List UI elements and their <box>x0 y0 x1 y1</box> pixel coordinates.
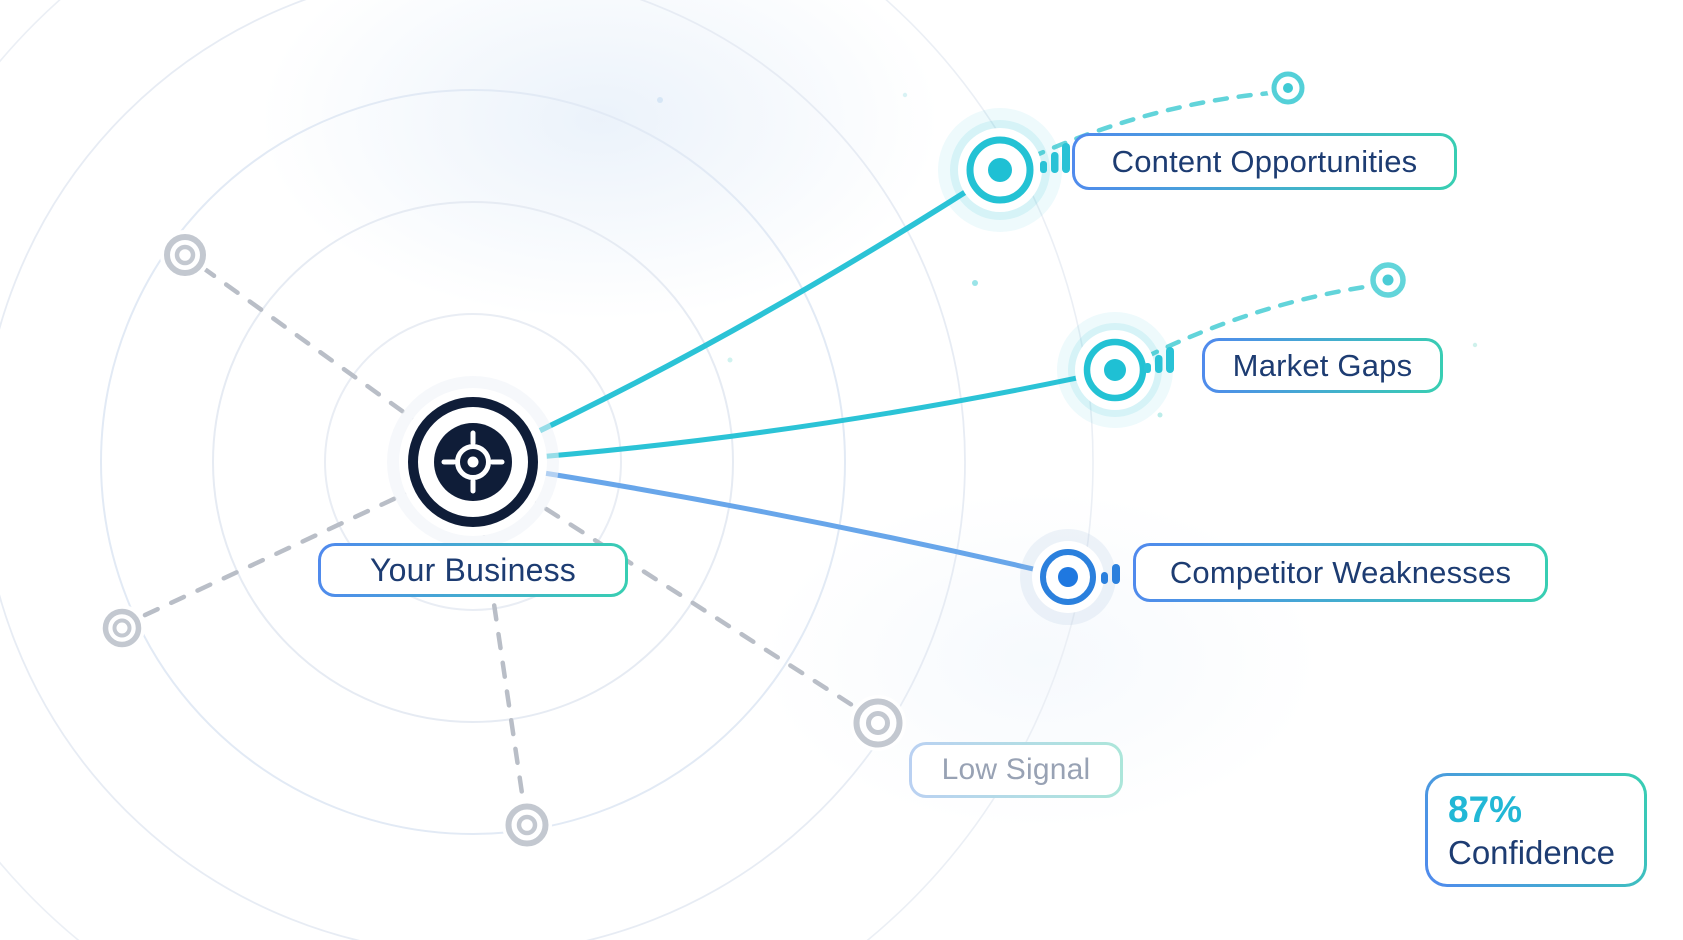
node-label-competitor-weaknesses[interactable]: Competitor Weaknesses <box>1133 543 1548 602</box>
node-label-text: Competitor Weaknesses <box>1136 546 1545 599</box>
gray-ring-icon[interactable] <box>99 605 145 651</box>
node-label-content-opportunities[interactable]: Content Opportunities <box>1072 133 1457 190</box>
gray-ring-icon[interactable] <box>502 800 552 850</box>
satellite-nodes <box>1267 67 1409 301</box>
confidence-badge: 87% Confidence <box>1425 773 1647 887</box>
signal-bars-icon <box>1101 564 1120 584</box>
node-label-text: Content Opportunities <box>1075 136 1454 187</box>
node-market-gaps[interactable] <box>1057 312 1174 428</box>
signal-bars-icon <box>1144 347 1174 373</box>
signal-bars-icon <box>1040 143 1070 173</box>
weak-link-bottom-right <box>470 459 855 708</box>
node-competitor-weaknesses[interactable] <box>1020 529 1120 625</box>
center-node-label[interactable]: Your Business <box>318 543 628 597</box>
gray-ring-icon[interactable] <box>160 230 210 280</box>
radar-dot-icon[interactable] <box>1267 67 1309 109</box>
low-signal-label-text: Low Signal <box>912 745 1120 795</box>
gray-ring-icon[interactable] <box>850 695 906 751</box>
link-market-gaps <box>470 367 1118 465</box>
satellite-links <box>1029 90 1374 360</box>
radar-dot-icon[interactable] <box>1367 259 1409 301</box>
speckle-dots <box>657 92 1478 418</box>
satellite-link-market <box>1143 283 1374 360</box>
node-label-text: Market Gaps <box>1205 341 1440 390</box>
confidence-label: Confidence <box>1448 834 1615 871</box>
center-node[interactable] <box>387 376 559 548</box>
node-content-opportunities[interactable] <box>938 108 1070 232</box>
radar-rings <box>0 0 1094 940</box>
satellite-link-content <box>1029 90 1274 160</box>
low-signal-label: Low Signal <box>909 742 1123 798</box>
node-label-market-gaps[interactable]: Market Gaps <box>1202 338 1443 393</box>
center-node-label-text: Your Business <box>321 546 625 594</box>
weak-signal-nodes <box>99 230 906 850</box>
confidence-value: 87% <box>1448 789 1523 830</box>
target-icon <box>441 430 505 494</box>
weak-link-top-left <box>203 267 476 465</box>
